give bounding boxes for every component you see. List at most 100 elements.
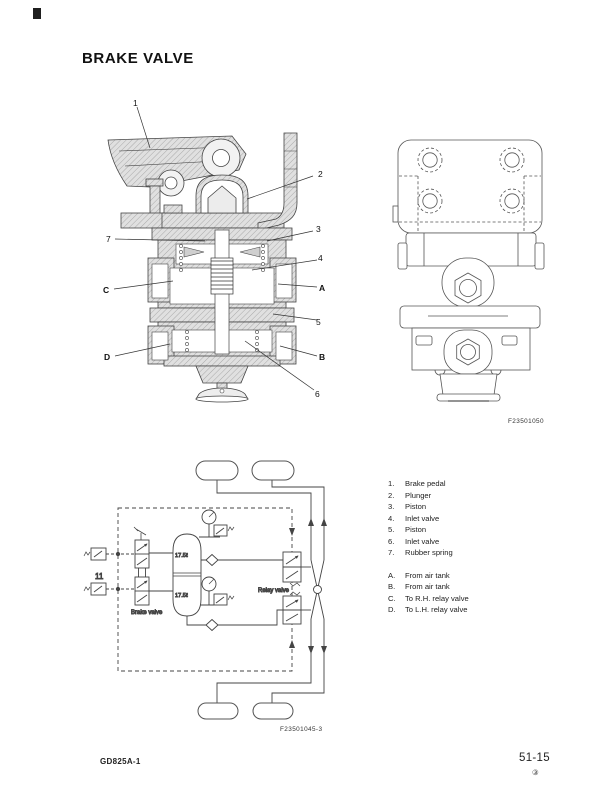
tank-capacity-top: 17.5ℓ [175, 553, 188, 559]
junction-dot [115, 551, 121, 557]
list-item: 3. Piston [388, 501, 598, 513]
relay-valve-label: Relay valve [258, 588, 290, 594]
valve-body-exterior [397, 232, 545, 376]
footer-page-number: 51-15 [519, 752, 550, 764]
list-item: 5. Piston [388, 524, 598, 536]
footer-model-number: GD825A-1 [100, 757, 141, 766]
mounting-plate [392, 139, 543, 234]
pipe-crossing-junction [313, 585, 322, 594]
part-number: 7. [388, 548, 395, 557]
port-B-opening [275, 331, 293, 361]
center-spring [210, 257, 234, 295]
tire-top-right [251, 460, 295, 481]
leader-lines [113, 106, 318, 391]
port-letter: A. [388, 570, 396, 580]
plunger [207, 185, 237, 214]
port-description: To R.H. relay valve [405, 593, 469, 603]
dashed-boundary [117, 507, 293, 672]
callout-C: C [103, 285, 109, 295]
junction-dot [115, 586, 121, 592]
tire-bottom-left [197, 702, 239, 720]
side-springs [179, 244, 265, 352]
callout-A: A [319, 283, 325, 293]
port-letter: D. [388, 605, 396, 614]
callout-B: B [319, 352, 325, 362]
part-number: 6. [388, 536, 395, 546]
list-item: 7. Rubber spring [388, 547, 598, 559]
part-number: 1. [388, 479, 395, 488]
tire-top-left [195, 460, 239, 481]
port-A-opening [275, 263, 293, 299]
relay-valve-1 [282, 551, 311, 587]
brake-valve-label: Brake valve [131, 610, 163, 616]
list-item: 4. Inlet valve [388, 513, 598, 525]
part-name: Inlet valve [405, 536, 440, 546]
callout-5: 5 [316, 317, 321, 327]
inlet-valve-left [183, 246, 205, 258]
part-name: Brake pedal [405, 479, 446, 488]
relay-valve-2 [282, 591, 311, 625]
bolt-holes [417, 147, 525, 214]
part-name: Inlet valve [405, 513, 440, 523]
part-name: Plunger [405, 490, 432, 500]
part-name: Piston [405, 502, 427, 511]
lower-port-nut [456, 338, 480, 366]
callout-1: 1 [133, 98, 138, 108]
page-title: BRAKE VALVE [82, 50, 194, 68]
callout-4: 4 [318, 253, 323, 263]
tires [195, 460, 295, 720]
external-view-figure [392, 139, 545, 402]
air-tank [172, 533, 202, 617]
port-description: To L.H. relay valve [405, 605, 468, 614]
pressure-switch-left-2 [83, 582, 135, 596]
part-name: Piston [405, 525, 427, 534]
callout-D: D [104, 352, 110, 362]
list-item: 6. Inlet valve [388, 536, 598, 548]
list-item: 1. Brake pedal [388, 478, 598, 490]
part-number: 5. [388, 525, 395, 534]
list-item: B. From air tank [388, 581, 598, 593]
footer-revision-symbol: ③ [532, 768, 539, 777]
tank-capacity-bottom: 17.5ℓ [175, 593, 188, 599]
port-description: From air tank [405, 570, 450, 580]
callout-6: 6 [315, 389, 320, 399]
cross-section-figure: 1 2 3 4 5 6 7 A B C D [103, 98, 325, 403]
part-name: Rubber spring [405, 548, 453, 557]
brake-valve-symbol [133, 526, 173, 606]
figure-ref-schematic: F23501045-3 [280, 726, 323, 733]
list-item: C. To R.H. relay valve [388, 593, 598, 605]
inlet-valve-right [239, 246, 261, 258]
figure-ref-external: F23501050 [508, 418, 544, 425]
port-letter: C. [388, 593, 396, 603]
part-number: 3. [388, 502, 395, 511]
callout-labels: 1 2 3 4 5 6 7 A B C D [103, 98, 325, 399]
parts-group-lettered: A. From air tank B. From air tank C. To … [388, 570, 598, 616]
check-valve-1 [201, 553, 283, 567]
callout-3: 3 [316, 224, 321, 234]
parts-group-numbered: 1. Brake pedal 2. Plunger 3. Piston 4. I… [388, 478, 598, 559]
pressure-switch-left-1 [83, 547, 135, 561]
pressure-switch-tank-2 [213, 593, 235, 606]
brake-pedal-arm [107, 135, 247, 229]
schematic-figure: 11 Brake valve 17.5ℓ 17.5ℓ [83, 460, 327, 720]
callout-7: 7 [106, 234, 111, 244]
list-item: 2. Plunger [388, 490, 598, 502]
list-item: A. From air tank [388, 570, 598, 582]
circuit-id-label: 11 [95, 572, 104, 581]
part-number: 2. [388, 490, 395, 500]
port-letter: B. [388, 582, 396, 591]
bottom-boot [195, 365, 249, 403]
port-description: From air tank [405, 582, 450, 591]
pressure-gauge-1 [199, 509, 220, 538]
pressure-gauge-2 [200, 576, 217, 606]
binder-mark [33, 8, 41, 19]
port-C-opening [151, 263, 169, 299]
tire-bottom-right [252, 702, 294, 720]
bottom-cap-exterior [436, 373, 501, 402]
callout-2: 2 [318, 169, 323, 179]
pressure-switch-tank-1 [213, 524, 235, 537]
internal-parts [179, 229, 265, 355]
check-valve-2 [186, 609, 283, 632]
part-number: 4. [388, 513, 395, 523]
